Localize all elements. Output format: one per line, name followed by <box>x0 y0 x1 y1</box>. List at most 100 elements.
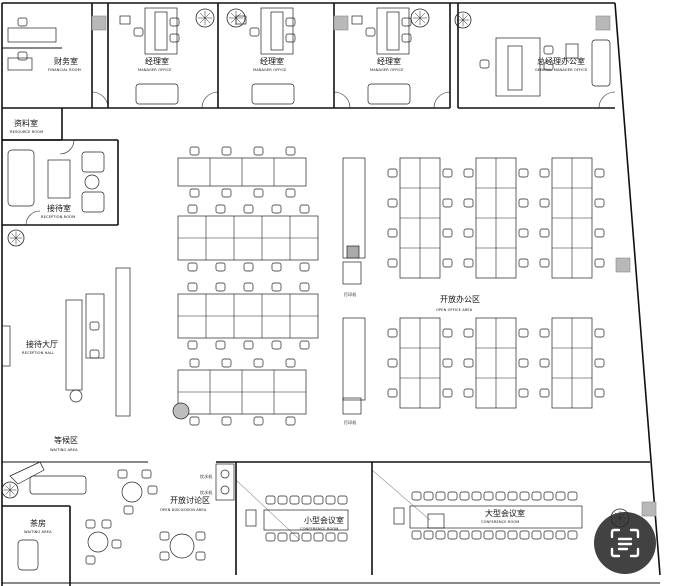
chair <box>543 45 554 55</box>
chair <box>265 495 276 505</box>
chair <box>401 33 412 43</box>
chair <box>215 340 226 350</box>
label-manager1: 经理室 <box>145 56 169 66</box>
reception-sofa <box>7 149 35 207</box>
chair <box>539 258 550 268</box>
column <box>641 501 657 517</box>
label-finance: 财务室 <box>54 56 78 66</box>
leaf <box>204 12 211 19</box>
door-swing <box>598 91 616 109</box>
waiting-bench <box>29 475 87 495</box>
chair <box>325 532 336 542</box>
chair <box>463 228 474 238</box>
column <box>595 15 611 31</box>
chair <box>543 491 554 501</box>
chair <box>594 388 605 398</box>
chair <box>519 491 530 501</box>
display-wall <box>115 267 131 417</box>
label-manager3-en: MANAGER OFFICE <box>370 68 404 72</box>
chair <box>337 495 348 505</box>
chair <box>423 530 434 540</box>
chair <box>411 530 422 540</box>
label-manager3: 经理室 <box>377 56 401 66</box>
leaf <box>230 17 237 24</box>
label-open-office: 开放办公区 <box>440 294 480 304</box>
small-conf-table <box>263 509 349 531</box>
chair <box>221 416 232 426</box>
label-discussion: 开放讨论区 <box>170 495 210 505</box>
finance-desk <box>7 27 57 43</box>
chair <box>531 530 542 540</box>
projector <box>427 513 445 529</box>
label-finance-en: FINANCIAL ROOM <box>48 68 81 72</box>
chair <box>215 204 226 214</box>
chair <box>463 168 474 178</box>
plant-pot <box>226 8 246 28</box>
tea-counter <box>17 539 39 571</box>
workstation-cluster <box>539 317 605 409</box>
chair <box>301 532 312 542</box>
label-archive-en: RESOURCE ROOM <box>10 130 43 134</box>
chair <box>463 388 474 398</box>
workstation-block <box>177 358 307 426</box>
door-swing <box>433 91 451 109</box>
chair <box>299 204 310 214</box>
desk-return <box>386 11 400 51</box>
chair <box>518 328 529 338</box>
plant <box>1 481 19 499</box>
desk <box>260 7 294 55</box>
leaf <box>15 233 21 239</box>
chair <box>147 485 158 495</box>
scan-text-button[interactable] <box>594 512 656 574</box>
chair <box>271 340 282 350</box>
desk-return <box>154 11 168 51</box>
cabinet <box>351 15 363 25</box>
chair <box>277 532 288 542</box>
chair <box>518 198 529 208</box>
label-reception-room: 接待室 <box>47 203 71 213</box>
round-stool <box>69 389 83 403</box>
chair <box>85 519 96 529</box>
round-table <box>121 481 143 503</box>
chair <box>365 27 376 37</box>
door-swing <box>91 91 109 109</box>
door-swing <box>201 91 219 109</box>
chair <box>195 531 206 541</box>
leaf <box>199 17 206 24</box>
chair <box>285 146 296 156</box>
scan-text-icon <box>610 528 640 558</box>
desk-return <box>270 11 284 51</box>
leaf <box>414 12 421 19</box>
plant-pot <box>454 11 472 29</box>
reception-table <box>47 159 71 199</box>
chair <box>387 388 398 398</box>
chair <box>253 416 264 426</box>
chair <box>285 33 296 43</box>
leaf <box>419 12 426 19</box>
workstation-cluster <box>387 317 453 409</box>
chair <box>594 358 605 368</box>
reception-counter <box>65 299 83 391</box>
chair <box>271 282 282 292</box>
label-water2: 饮水机 <box>200 489 212 495</box>
label-printer1: 打印机 <box>344 291 356 297</box>
chair <box>159 531 170 541</box>
chair <box>387 258 398 268</box>
chair <box>271 204 282 214</box>
chair <box>117 469 128 479</box>
plant-pot <box>1 481 19 499</box>
chair <box>89 321 100 331</box>
chair <box>594 168 605 178</box>
label-reception-hall: 接待大厅 <box>26 339 58 349</box>
label-discussion-en: OPEN DISCUSSION AREA <box>160 508 207 512</box>
printer <box>342 261 362 285</box>
chair <box>313 532 324 542</box>
chair <box>543 61 554 71</box>
chair <box>442 358 453 368</box>
conf-door-line <box>371 469 431 521</box>
chair <box>85 555 96 565</box>
chair <box>539 168 550 178</box>
column-round <box>172 402 190 420</box>
chair <box>442 168 453 178</box>
chair <box>387 168 398 178</box>
